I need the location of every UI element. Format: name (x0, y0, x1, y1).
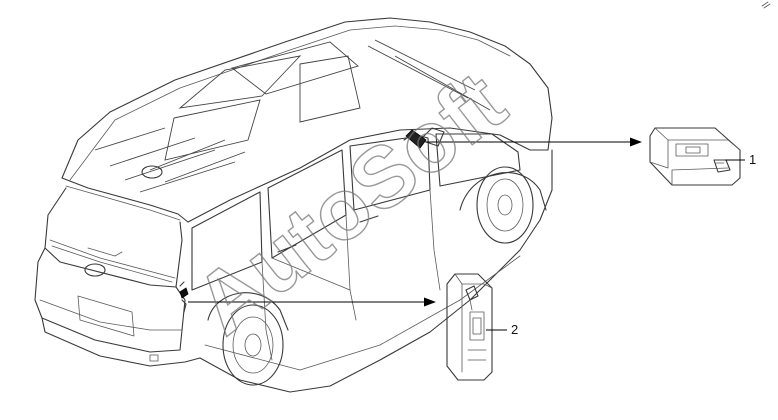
leader-arrow-1 (426, 137, 642, 147)
roof-details (94, 39, 491, 193)
callout-label-2: 2 (511, 322, 518, 337)
vehicle-outline (34, 17, 553, 393)
component-1-module (649, 127, 741, 186)
corner-mark (761, 1, 771, 9)
location-marker-1 (403, 129, 427, 149)
callout-label-1: 1 (749, 152, 756, 167)
location-marker-2 (179, 281, 189, 313)
leader-arrow-2 (188, 297, 436, 307)
watermark-text: AutoSoft (178, 54, 523, 353)
component-2-module (446, 273, 493, 381)
